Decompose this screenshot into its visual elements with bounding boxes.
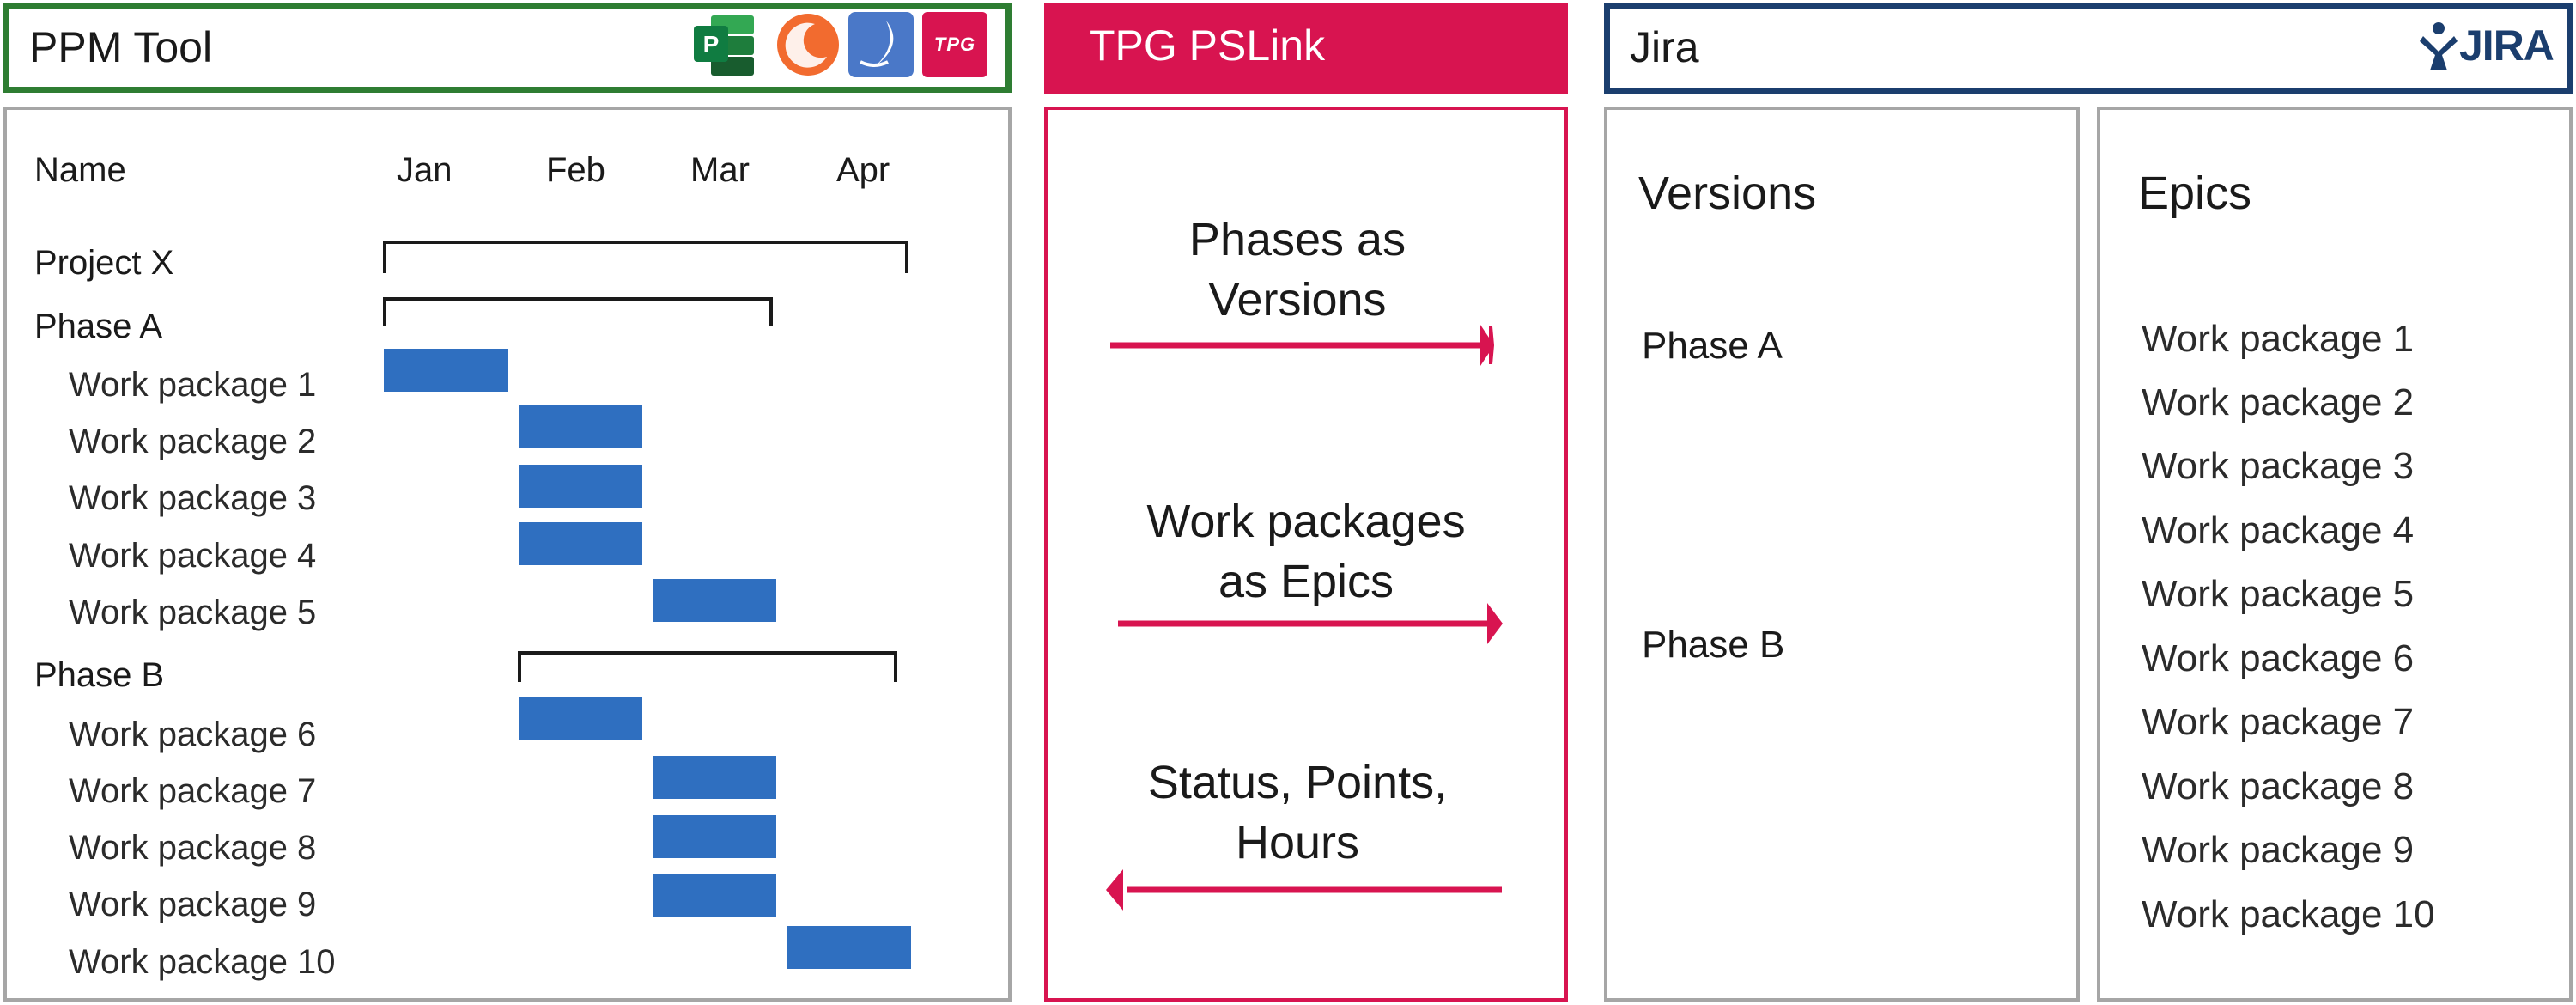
ppm-tool-title: PPM Tool	[29, 23, 213, 71]
row-label-work-package: Work package 4	[69, 537, 317, 575]
row-label-phase-a: Phase A	[34, 308, 163, 345]
flow-label-line: Status, Points,	[1147, 757, 1448, 808]
gantt-bar	[519, 465, 642, 508]
epic-item: Work package 10	[2142, 893, 2435, 935]
pslink-title: TPG PSLink	[1089, 21, 1326, 70]
jira-versions-panel	[1604, 107, 2080, 1002]
pslink-header	[1044, 3, 1568, 94]
ppm-tool-header	[3, 3, 1012, 93]
row-label-work-package: Work package 7	[69, 772, 317, 810]
blue-moon-logo	[848, 12, 914, 77]
epic-item: Work package 5	[2142, 573, 2415, 615]
row-label-work-package: Work package 10	[69, 943, 336, 981]
svg-text:P: P	[703, 31, 720, 58]
arrow-right-icon	[1110, 325, 1494, 366]
epic-item: Work package 4	[2142, 509, 2415, 551]
pslink-panel	[1044, 107, 1568, 1002]
row-label-work-package: Work package 9	[69, 886, 317, 923]
epic-item: Work package 2	[2142, 381, 2415, 423]
epic-item: Work package 6	[2142, 637, 2415, 679]
epic-item: Work package 9	[2142, 829, 2415, 871]
row-label-work-package: Work package 6	[69, 716, 317, 753]
column-header-feb: Feb	[546, 151, 605, 189]
column-header-jan: Jan	[397, 151, 453, 189]
jira-epics-panel	[2097, 107, 2573, 1002]
gantt-summary-brackets	[383, 241, 908, 682]
flow-label-work-packages: Work packages as Epics	[1074, 491, 1538, 612]
arrow-right-icon	[1118, 603, 1503, 644]
jira-logo-text: JIRA	[2459, 21, 2555, 70]
column-header-mar: Mar	[690, 151, 750, 189]
microsoft-project-logo: P	[694, 15, 754, 76]
epic-item: Work package 1	[2142, 318, 2415, 360]
gantt-bar	[519, 697, 642, 740]
row-label-work-package: Work package 3	[69, 479, 317, 517]
flow-label-line: as Epics	[1218, 556, 1394, 607]
flow-label-line: Work packages	[1146, 496, 1466, 547]
arrow-left-icon	[1106, 869, 1502, 911]
phase-b-bracket	[518, 651, 897, 682]
phase-a-bracket	[383, 297, 773, 326]
project-x-bracket	[383, 241, 908, 273]
flow-label-line: Phases as	[1188, 214, 1406, 265]
jira-logo: JIRA	[2420, 19, 2559, 72]
gantt-bar	[787, 926, 911, 969]
epic-item: Work package 8	[2142, 765, 2415, 807]
column-header-name: Name	[34, 151, 126, 189]
flow-label-line: Versions	[1208, 274, 1387, 326]
row-label-phase-b: Phase B	[34, 656, 165, 694]
ppm-tool-panel	[3, 107, 1012, 1002]
version-item-phase-a: Phase A	[1642, 325, 1783, 367]
gantt-bar	[384, 349, 508, 392]
flow-label-status: Status, Points, Hours	[1066, 752, 1529, 873]
flow-arrows	[1106, 325, 1503, 911]
version-item-phase-b: Phase B	[1642, 624, 1785, 666]
column-header-apr: Apr	[836, 151, 890, 189]
tpg-logo-text: TPG	[933, 34, 976, 55]
flow-label-line: Hours	[1235, 817, 1360, 868]
versions-title: Versions	[1638, 168, 1817, 219]
gantt-bar	[519, 405, 642, 448]
epic-item: Work package 7	[2142, 701, 2415, 743]
gantt-bar	[653, 874, 776, 917]
gantt-bar	[519, 522, 642, 565]
flow-label-phases: Phases as Versions	[1066, 210, 1529, 330]
orange-circle-logo	[777, 14, 839, 76]
row-label-work-package: Work package 8	[69, 829, 317, 867]
gantt-bar	[653, 579, 776, 622]
jira-figure-icon	[2420, 22, 2458, 70]
gantt-bar	[653, 815, 776, 858]
jira-header	[1604, 3, 2573, 94]
jira-title: Jira	[1630, 23, 1699, 71]
row-label-work-package: Work package 2	[69, 423, 317, 460]
gantt-bar	[653, 756, 776, 799]
epics-title: Epics	[2138, 168, 2252, 219]
row-label-project-x: Project X	[34, 244, 174, 282]
epic-item: Work package 3	[2142, 445, 2415, 487]
row-label-work-package: Work package 1	[69, 366, 317, 404]
row-label-work-package: Work package 5	[69, 594, 317, 631]
tpg-logo: TPG	[922, 12, 987, 77]
